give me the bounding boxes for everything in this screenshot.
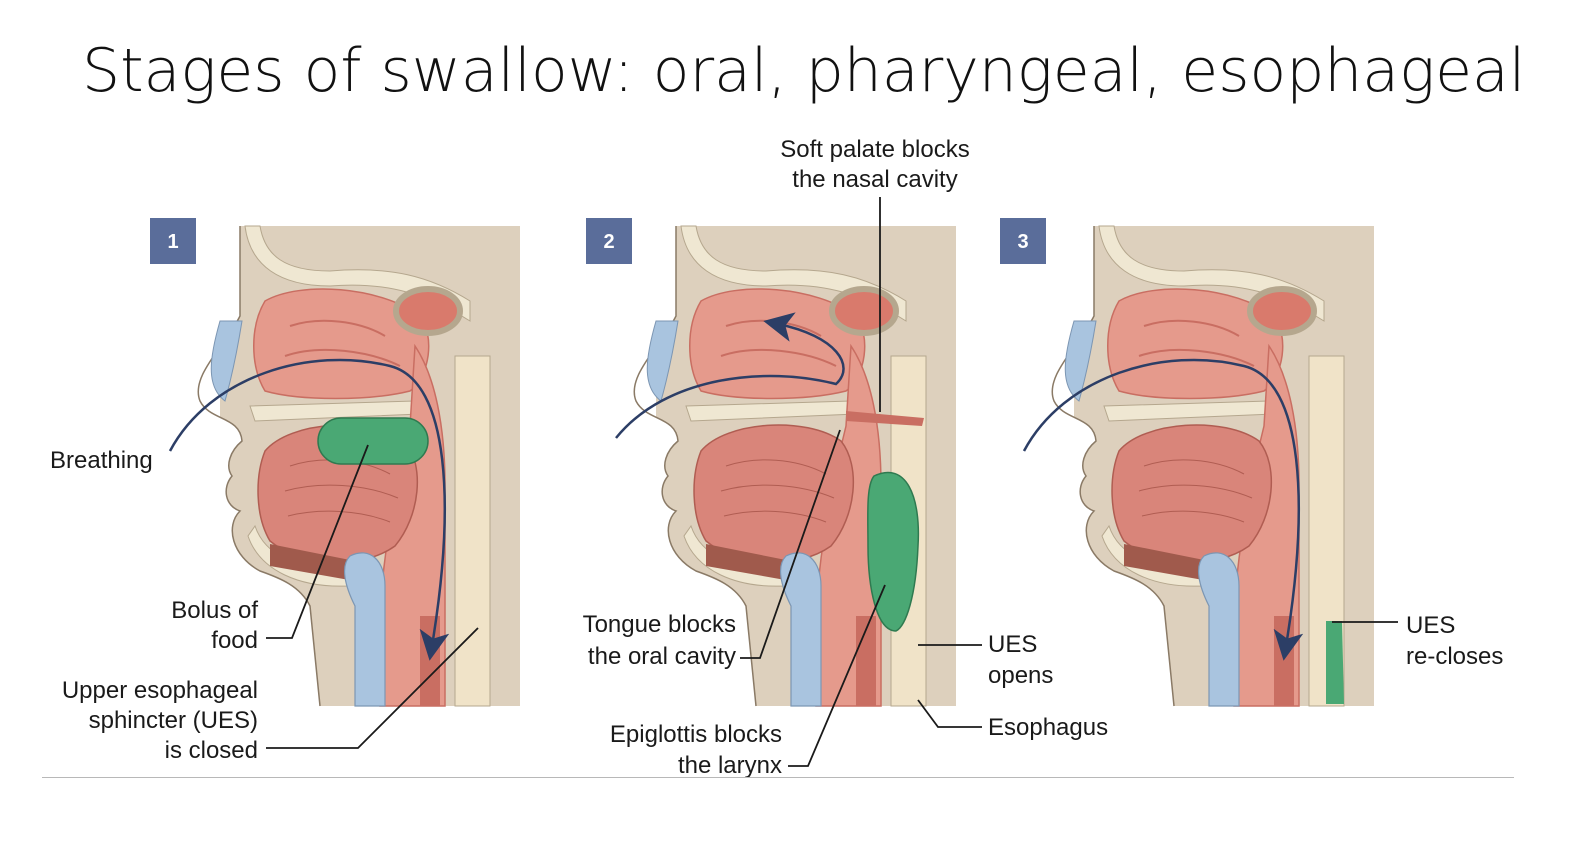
label-epiglottis-1: Epiglottis blocks — [610, 721, 782, 748]
bolus-pharynx — [867, 471, 920, 632]
label-ues-closed-3: is closed — [165, 737, 258, 764]
slide-divider — [42, 777, 1514, 778]
label-breathing: Breathing — [50, 447, 153, 474]
slide-title: Stages of swallow: oral, pharyngeal, eso… — [82, 36, 1526, 106]
leader-lines — [266, 197, 1398, 767]
label-bolus-2: food — [211, 627, 258, 654]
label-ues-closed-1: Upper esophageal — [62, 677, 258, 704]
label-ues-closed-2: sphincter (UES) — [89, 707, 258, 734]
panel-3-number: 3 — [1017, 231, 1028, 253]
breathing-arrow — [168, 358, 450, 661]
label-ues-recloses-1: UES — [1406, 612, 1455, 639]
label-ues-recloses-2: re-closes — [1406, 643, 1503, 670]
label-tongue-2: the oral cavity — [588, 643, 736, 670]
label-epiglottis-2: the larynx — [678, 752, 782, 779]
soft-palate — [846, 411, 924, 426]
panel-1-badge — [150, 218, 196, 264]
label-ues-opens-1: UES — [988, 631, 1037, 658]
panel-2-badge — [586, 218, 632, 264]
nasal-arrow — [615, 312, 845, 439]
label-soft-palate-1: Soft palate blocks — [780, 136, 969, 163]
bolus-mouth — [317, 417, 429, 465]
panel-3-badge — [1000, 218, 1046, 264]
panel-1 — [168, 226, 520, 706]
bolus-esophagus — [1326, 621, 1344, 704]
panel-2 — [615, 226, 956, 706]
label-soft-palate-2: the nasal cavity — [792, 166, 957, 193]
breathing-arrow-3 — [1022, 358, 1304, 661]
label-bolus-1: Bolus of — [171, 597, 258, 624]
label-esophagus: Esophagus — [988, 714, 1108, 741]
panel-3 — [1022, 226, 1374, 706]
panel-2-number: 2 — [603, 231, 614, 253]
label-ues-opens-2: opens — [988, 662, 1053, 689]
label-tongue-1: Tongue blocks — [583, 611, 736, 638]
panel-1-number: 1 — [167, 231, 178, 253]
